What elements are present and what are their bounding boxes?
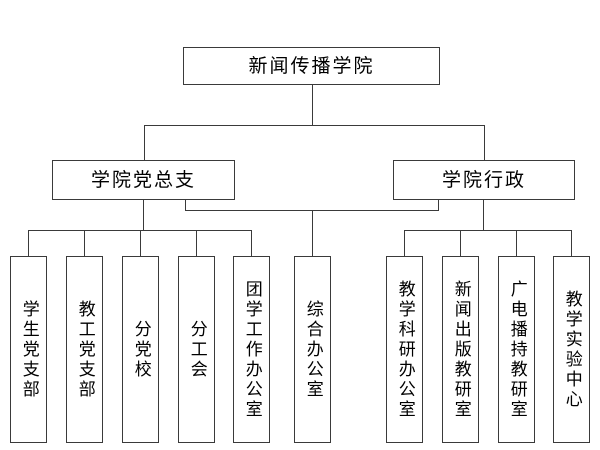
connector-left-drop-1 [28,230,29,256]
node-student-party-branch[interactable]: 学生党支部 [10,256,47,443]
connector-left-group-stem [143,200,144,230]
node-youth-league-work-office-label: 团学工作办公室 [241,279,262,420]
connector-left-drop-5 [251,230,252,256]
node-news-publishing-teaching-office[interactable]: 新闻出版教研室 [442,256,479,443]
node-youth-league-work-office[interactable]: 团学工作办公室 [233,256,270,443]
node-news-publishing-teaching-office-label: 新闻出版教研室 [450,279,471,420]
node-teaching-experiment-center-label: 教学实验中心 [561,289,582,410]
node-faculty-party-branch-label: 教工党支部 [74,299,95,400]
node-broadcasting-hosting-teaching-office-label: 广电播持教研室 [506,279,527,420]
connector-right-group-bus [404,230,572,231]
node-root-college-label: 新闻传播学院 [248,54,375,77]
connector-left-drop-4 [196,230,197,256]
node-branch-trade-union-label: 分工会 [186,319,207,380]
connector-root-trunk [312,85,313,125]
connector-right-drop-3 [516,230,517,256]
connector-left-drop-3 [140,230,141,256]
node-broadcasting-hosting-teaching-office[interactable]: 广电播持教研室 [498,256,535,443]
node-teaching-experiment-center[interactable]: 教学实验中心 [553,256,590,443]
node-party-general-branch-label: 学院党总支 [90,168,196,191]
node-teaching-research-office-label: 教学科研办公室 [394,279,415,420]
node-branch-party-school[interactable]: 分党校 [122,256,159,443]
connector-right-group-stem [483,200,484,230]
connector-right-drop-4 [571,230,572,256]
connector-right-drop-2 [460,230,461,256]
connector-right-drop-1 [404,230,405,256]
node-general-affairs-office-label: 综合办公室 [302,299,323,400]
node-branch-trade-union[interactable]: 分工会 [178,256,215,443]
node-teaching-research-office[interactable]: 教学科研办公室 [386,256,423,443]
node-college-administration[interactable]: 学院行政 [393,160,575,200]
node-branch-party-school-label: 分党校 [130,319,151,380]
connector-left-drop-2 [84,230,85,256]
node-student-party-branch-label: 学生党支部 [18,299,39,400]
node-root-college[interactable]: 新闻传播学院 [183,47,440,85]
connector-shared-drop-center [312,210,313,256]
node-college-administration-label: 学院行政 [441,168,526,191]
connector-shared-stub-left [185,200,186,211]
connector-shared-stub-right [438,200,439,211]
node-party-general-branch[interactable]: 学院党总支 [52,160,235,200]
node-faculty-party-branch[interactable]: 教工党支部 [66,256,103,443]
node-general-affairs-office[interactable]: 综合办公室 [294,256,331,443]
connector-level2-bus [144,125,485,126]
connector-level2-drop-right [484,125,485,160]
connector-level2-drop-left [144,125,145,160]
